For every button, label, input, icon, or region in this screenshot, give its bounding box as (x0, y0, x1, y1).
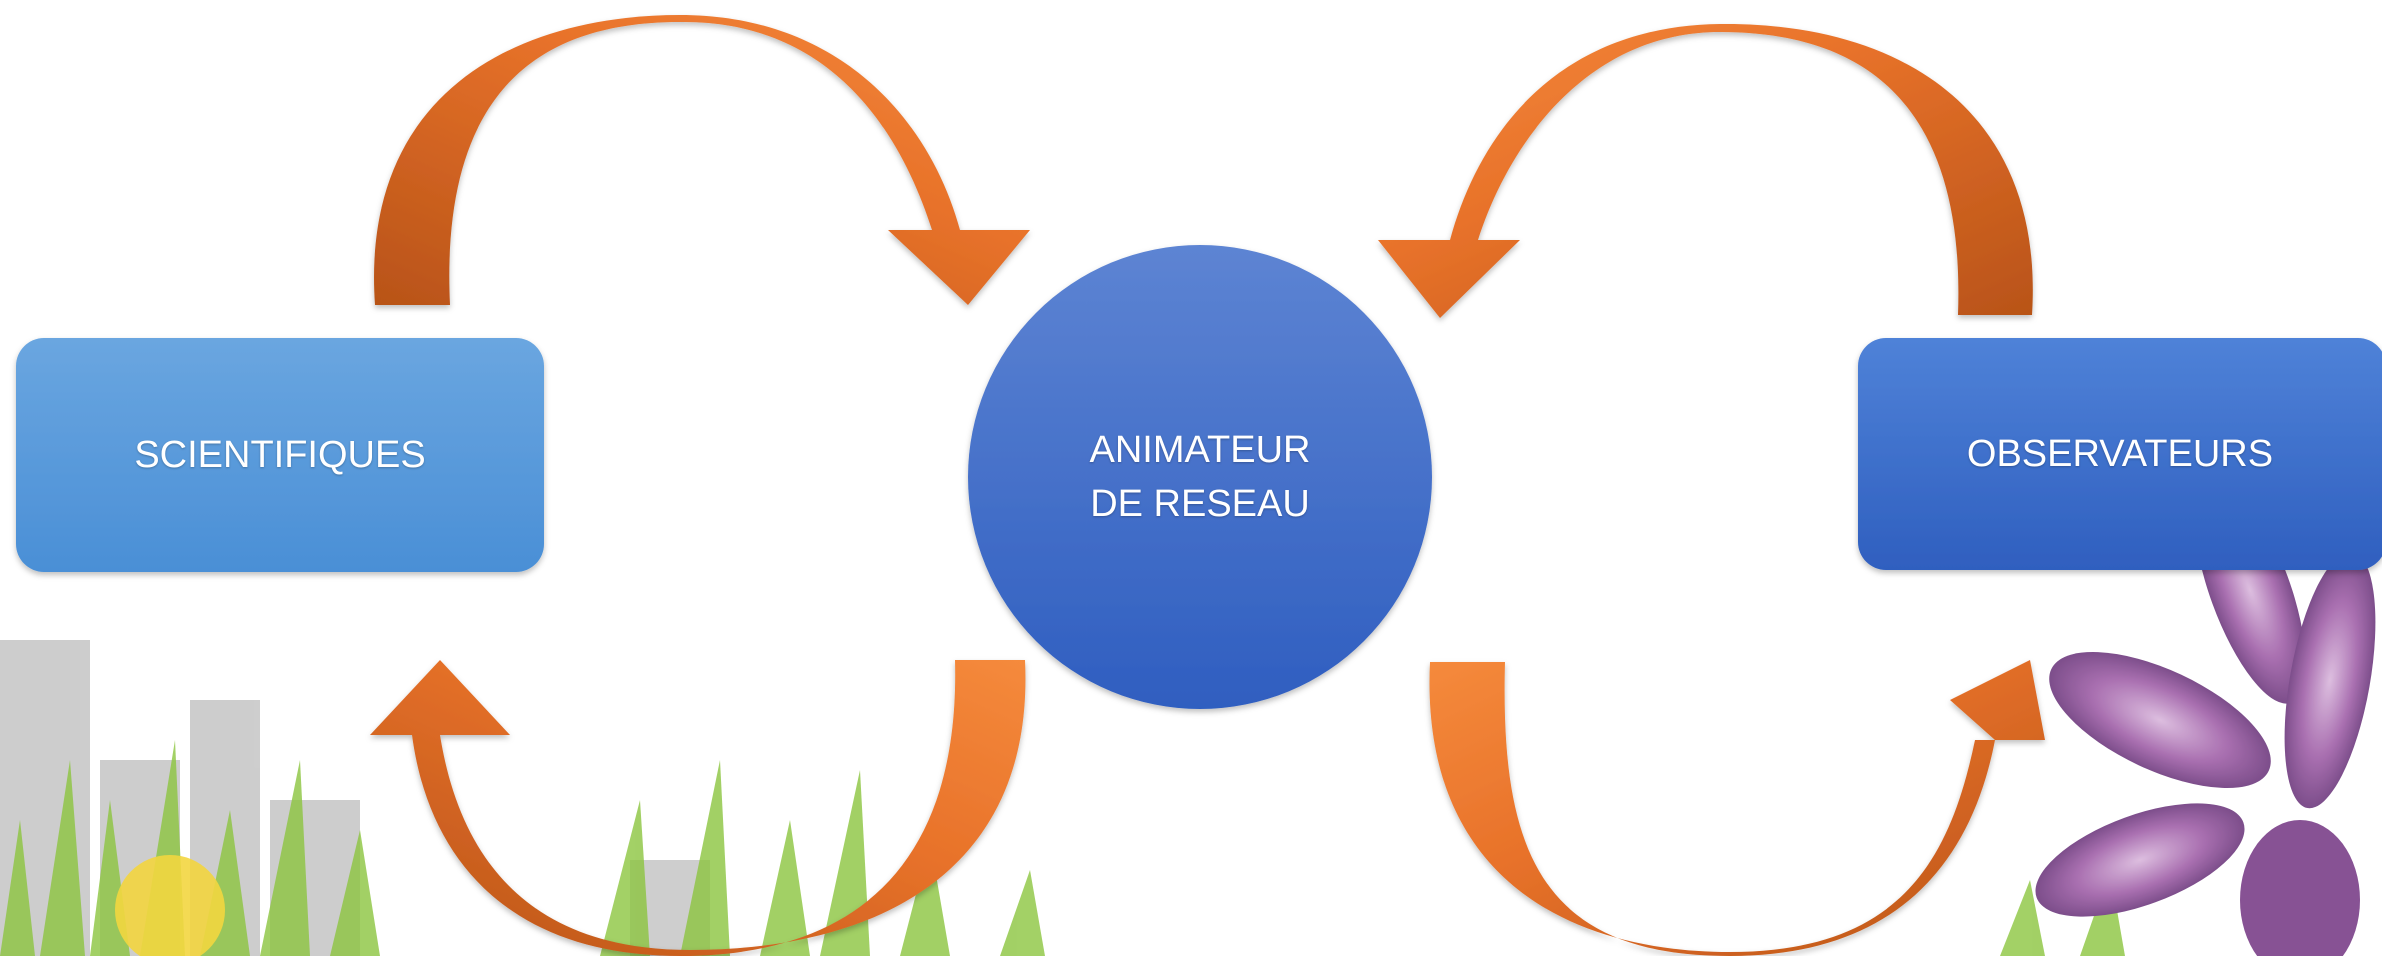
yellow-flower (115, 855, 225, 961)
observateurs-label: OBSERVATEURS (1858, 338, 2382, 570)
observateurs-text: OBSERVATEURS (1966, 433, 2274, 475)
background-scenery (0, 476, 2376, 961)
arrow-bottom-right (1429, 660, 2045, 956)
purple-flower (2035, 476, 2376, 961)
scientifiques-text: SCIENTIFIQUES (134, 434, 426, 476)
arrow-top-left (374, 15, 1030, 305)
arrow-bottom-left (370, 660, 1026, 956)
scientifiques-label: SCIENTIFIQUES (16, 338, 544, 572)
animateur-line-1: ANIMATEUR (1089, 429, 1311, 471)
arrow-top-right (1378, 23, 2033, 318)
scientifiques-box (16, 338, 544, 572)
observateurs-box (1858, 338, 2382, 570)
animateur-label: ANIMATEUR DE RESEAU (968, 245, 1432, 709)
animateur-circle (968, 245, 1432, 709)
animateur-line-2: DE RESEAU (1090, 483, 1310, 525)
